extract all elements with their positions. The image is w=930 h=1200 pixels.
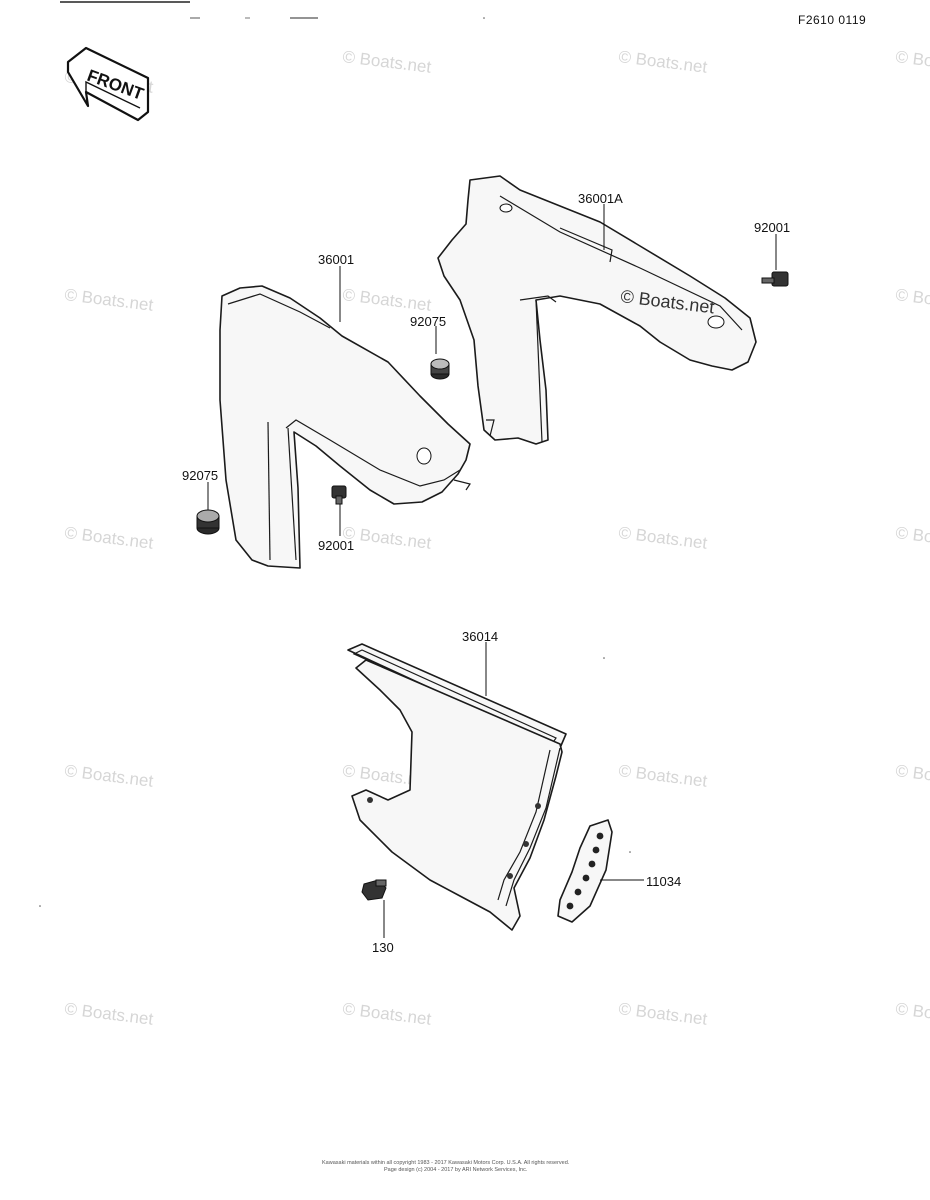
watermark: © Boats.net	[895, 523, 930, 553]
watermark: © Boats.net	[895, 761, 930, 791]
plate-11034	[557, 819, 613, 923]
scan-marks	[60, 1, 318, 19]
label-130: 130	[372, 940, 394, 955]
copyright-line-1: Kawasaki materials within all copyright …	[322, 1160, 570, 1166]
side-cover-right-36001A: © Boats.net	[437, 175, 757, 445]
label-11034: 11034	[646, 874, 681, 889]
label-36001: 36001	[318, 252, 354, 267]
front-arrow-icon: FRONT	[66, 46, 150, 122]
scan-specks	[39, 17, 631, 907]
lower-cover-36014	[347, 643, 567, 931]
watermark: © Boats.net	[618, 999, 709, 1029]
bolt-130	[361, 879, 387, 901]
watermark: © Boats.net	[895, 285, 930, 315]
side-cover-left-36001	[219, 285, 471, 569]
copyright-line-2: Page design (c) 2004 - 2017 by ARI Netwo…	[384, 1167, 528, 1173]
watermark: © Boats.net	[895, 47, 930, 77]
watermark: © Boats.net	[618, 523, 709, 553]
grommet-92075-left	[196, 509, 220, 535]
watermark: © Boats.net	[64, 285, 155, 315]
watermark: © Boats.net	[342, 285, 433, 315]
bolt-92001-mid	[331, 485, 347, 505]
watermark: © Boats.net	[618, 761, 709, 791]
label-36014: 36014	[462, 629, 498, 644]
watermark: © Boats.net	[64, 761, 155, 791]
copyright-footer: Kawasaki materials within all copyright …	[322, 1160, 570, 1173]
bolt-92001-top	[761, 271, 789, 287]
part-labels: 36001A 92001 36001 92075 92075 92001 360…	[182, 191, 790, 955]
watermark: © Boats.net	[64, 999, 155, 1029]
label-92075-mid: 92075	[410, 314, 446, 329]
leader-lines	[207, 204, 777, 938]
watermark: © Boats.net	[342, 523, 433, 553]
watermark: © Boats.net	[342, 999, 433, 1029]
watermark: © Boats.net	[64, 523, 155, 553]
diagram-reference: F2610 0119	[798, 13, 866, 27]
label-92075-left: 92075	[182, 468, 218, 483]
watermark: © Boats.net	[895, 999, 930, 1029]
label-92001-mid: 92001	[318, 538, 354, 553]
watermark: © Boats.net	[342, 47, 433, 77]
grommet-92075-mid	[430, 358, 450, 380]
label-92001-top: 92001	[754, 220, 790, 235]
watermark: © Boats.net	[618, 47, 709, 77]
label-36001A: 36001A	[578, 191, 623, 206]
